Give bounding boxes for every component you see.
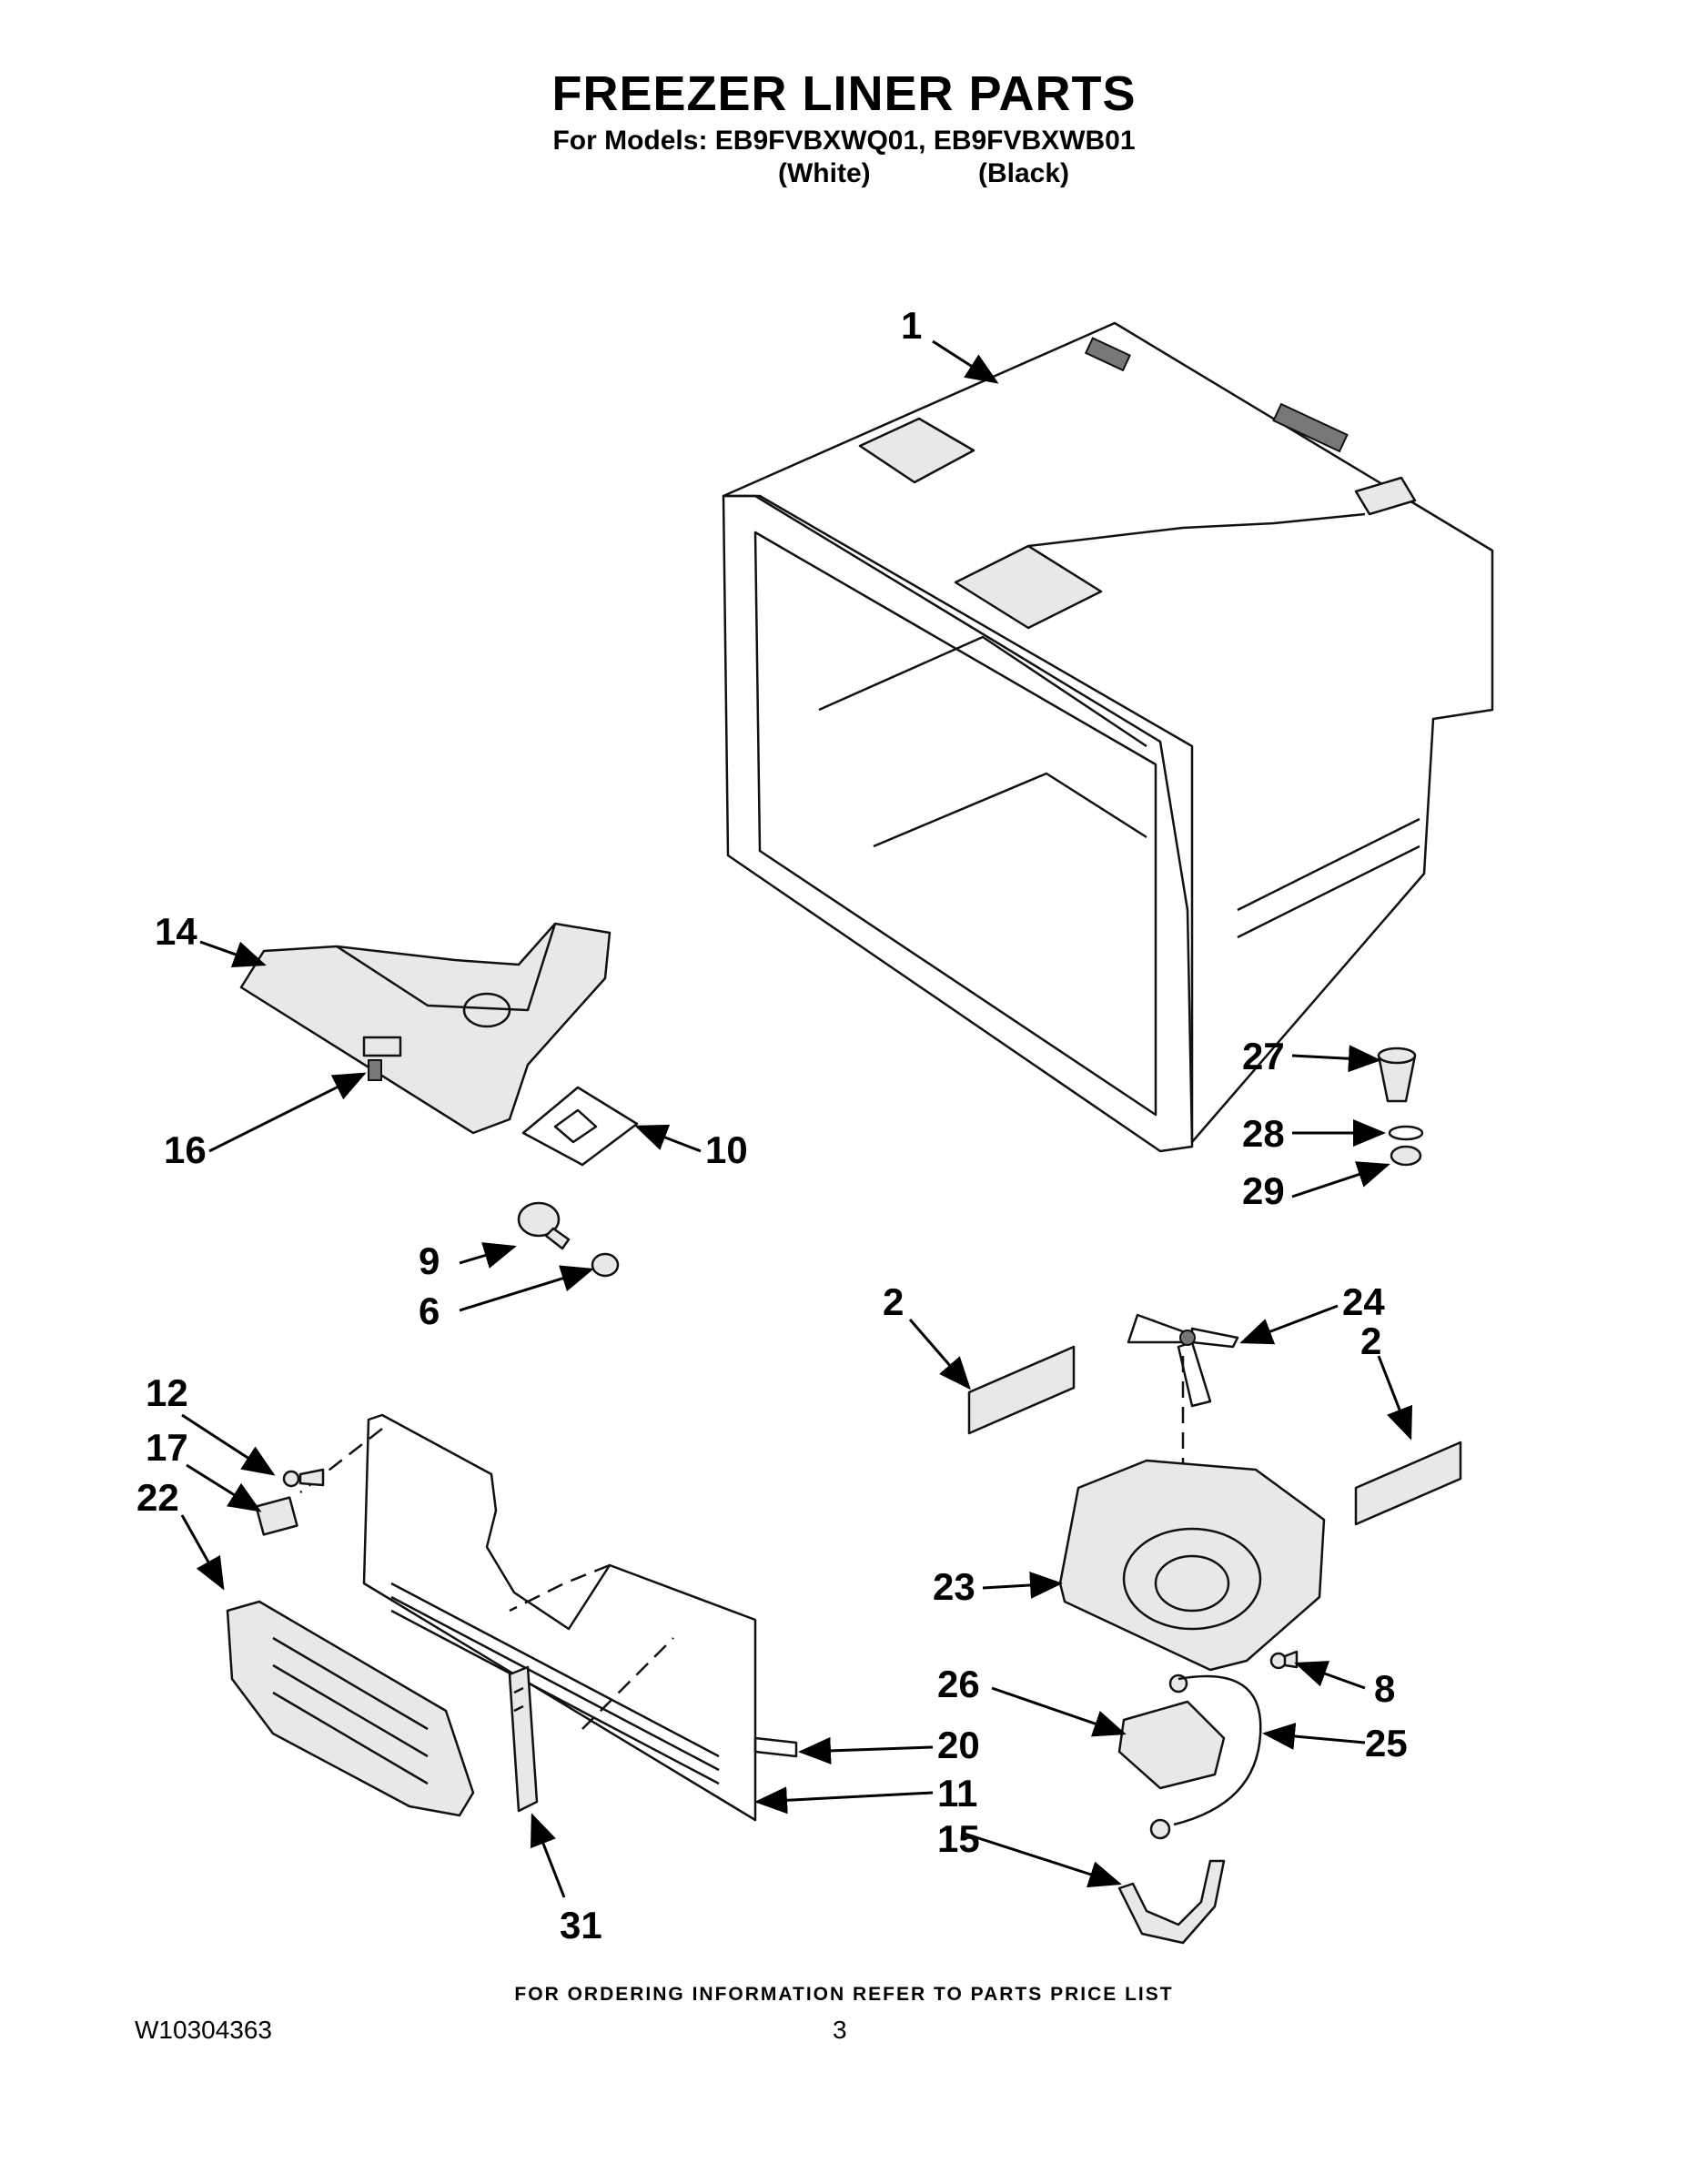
- variant-black-label: (Black): [978, 158, 1070, 188]
- callout-11: 11: [937, 1772, 977, 1815]
- ordering-note: FOR ORDERING INFORMATION REFER TO PARTS …: [514, 1984, 1174, 2005]
- callout-9: 9: [419, 1239, 440, 1282]
- freezer-grille: [226, 1600, 475, 1817]
- upper-air-duct: [239, 922, 639, 1167]
- callout-26: 26: [937, 1663, 980, 1705]
- page-title: FREEZER LINER PARTS: [551, 66, 1137, 121]
- light-bulb-and-socket: [517, 1201, 620, 1278]
- callout-2-left: 2: [883, 1280, 904, 1323]
- models-line: For Models: EB9FVBXWQ01, EB9FVBXWB01: [552, 126, 1136, 156]
- callout-16: 16: [164, 1128, 207, 1171]
- callout-15: 15: [937, 1817, 980, 1860]
- drain-thimble-parts: [1377, 1046, 1424, 1167]
- fan-blade-and-housing: [1058, 1313, 1326, 1672]
- callout-14: 14: [155, 910, 197, 953]
- callout-29: 29: [1242, 1169, 1285, 1212]
- callout-25: 25: [1365, 1722, 1408, 1764]
- callout-10: 10: [705, 1128, 748, 1171]
- callout-1: 1: [901, 304, 922, 347]
- variant-white-label: (White): [778, 158, 871, 188]
- page-number: 3: [833, 2016, 847, 2044]
- callout-27: 27: [1242, 1035, 1285, 1077]
- screw-and-bracket: [255, 1468, 325, 1536]
- latch: [508, 1665, 539, 1813]
- callout-6: 6: [419, 1289, 440, 1332]
- callout-20: 20: [937, 1724, 980, 1766]
- callout-24: 24: [1342, 1280, 1385, 1323]
- rear-cover-panel: [299, 1413, 798, 1822]
- callout-2-right: 2: [1360, 1320, 1381, 1362]
- callout-numbers: 1 14 16 10 9 6 12 17 22 2 24 2 23 26 8 2…: [136, 304, 1408, 1946]
- callout-22: 22: [136, 1476, 179, 1519]
- callout-8: 8: [1374, 1667, 1395, 1710]
- callout-17: 17: [146, 1426, 188, 1469]
- leader-lines: [180, 339, 1413, 1898]
- freezer-liner: [722, 321, 1494, 1153]
- callout-31: 31: [560, 1904, 602, 1946]
- callout-23: 23: [933, 1565, 975, 1608]
- callout-28: 28: [1242, 1112, 1285, 1155]
- fan-motor-assembly: [1117, 1673, 1262, 1945]
- insulation-pads: [967, 1345, 1462, 1526]
- callout-12: 12: [146, 1371, 188, 1414]
- document-number: W10304363: [135, 2016, 273, 2044]
